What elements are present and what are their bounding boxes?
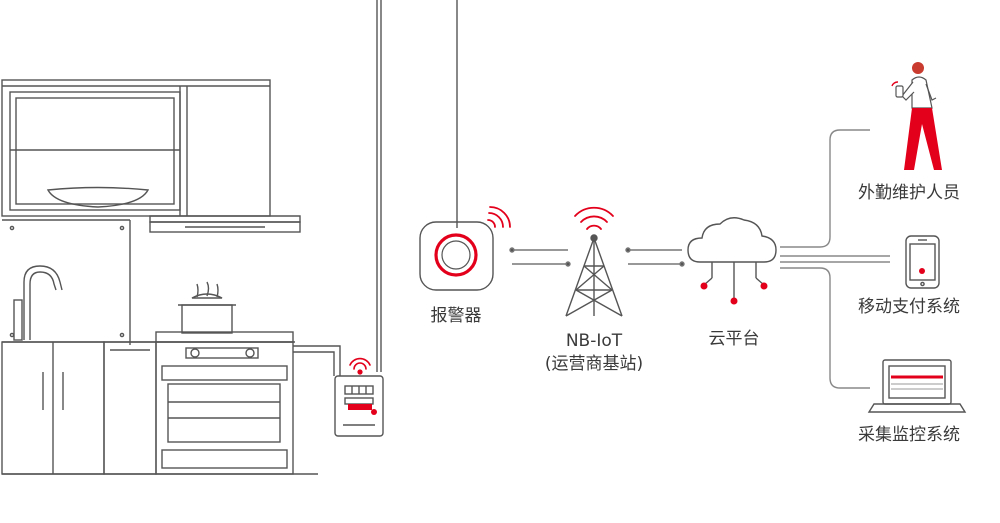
laptop-icon <box>867 359 967 413</box>
nb-iot-tower <box>565 234 623 317</box>
phone-icon <box>905 235 940 289</box>
meter-wifi-icon <box>349 357 371 375</box>
base-station-label-line2: (运营商基站) <box>544 354 644 374</box>
branch-connectors <box>780 129 890 389</box>
maintenance-label: 外勤维护人员 <box>858 183 960 203</box>
payment-system-label: 移动支付系统 <box>858 297 960 317</box>
alarm-device <box>419 221 494 291</box>
tower-signal-icon <box>574 206 614 230</box>
gas-meter <box>334 375 384 437</box>
base-station-label-line1: NB-IoT <box>565 331 623 351</box>
monitoring-system-label: 采集监控系统 <box>858 425 960 445</box>
alarm-label: 报警器 <box>430 306 482 326</box>
cloud-icon <box>687 217 777 305</box>
maintenance-person-figure <box>891 62 942 170</box>
link-tower-cloud <box>625 247 685 267</box>
cloud-platform-label: 云平台 <box>708 329 760 349</box>
link-alarm-tower <box>509 247 571 267</box>
alarm-wifi-icon <box>487 206 511 228</box>
kitchen-illustration <box>1 0 458 475</box>
